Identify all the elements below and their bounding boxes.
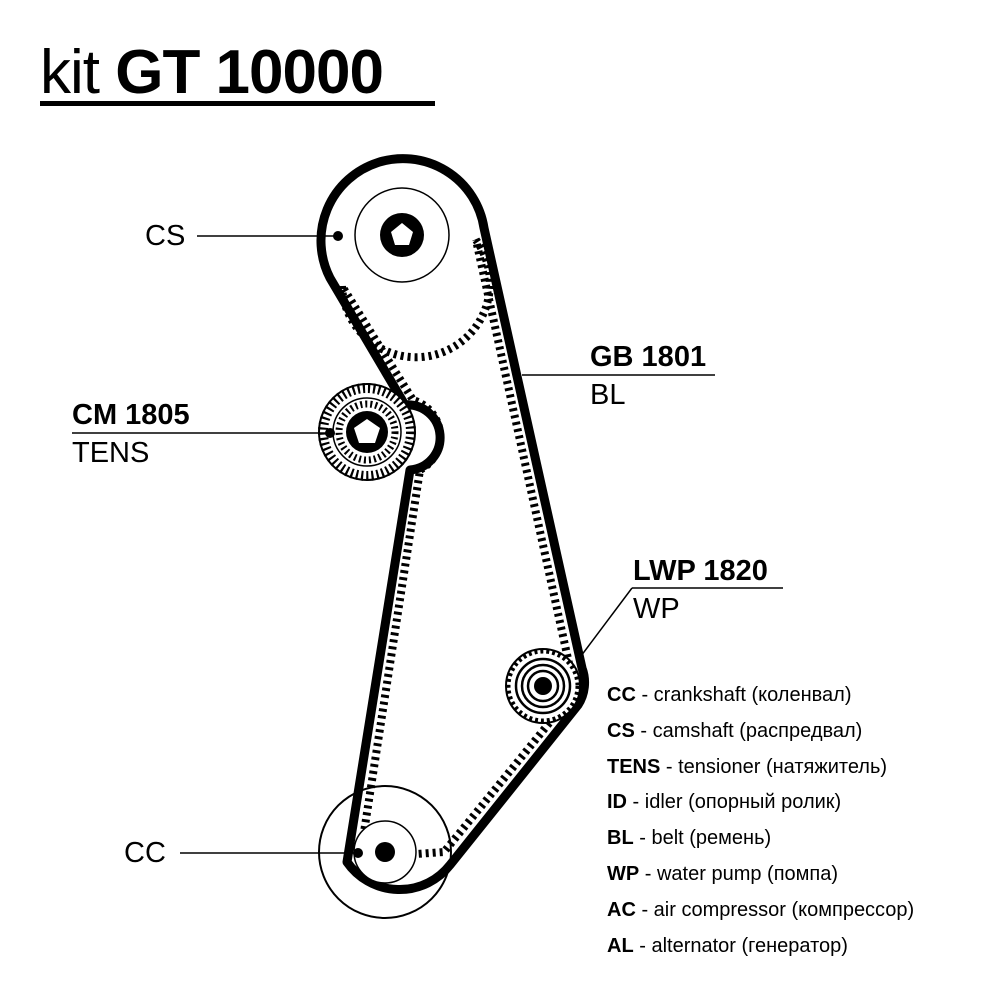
legend-text: - water pump (помпа) — [639, 862, 839, 885]
legend-item: TENS - tensioner (натяжитель) — [607, 752, 914, 788]
label-belt-code: GB 1801 — [590, 341, 707, 373]
legend-text: - idler (опорный ролик) — [627, 791, 842, 814]
legend-text: - camshaft (распредвал) — [634, 719, 863, 742]
label-cc: CC — [124, 837, 166, 869]
legend-item: BL - belt (ремень) — [607, 823, 914, 859]
legend-abbr: BL — [607, 827, 634, 850]
legend-item: CS - camshaft (распредвал) — [607, 716, 914, 752]
legend-abbr: TENS — [607, 755, 661, 778]
title-kit: kit — [40, 38, 100, 107]
legend-item: CC - crankshaft (коленвал) — [607, 680, 914, 716]
belt-teeth — [337, 237, 578, 863]
legend: CC - crankshaft (коленвал) CS - camshaft… — [607, 680, 914, 966]
crankshaft-pulley — [318, 785, 452, 919]
label-tensioner-code: CM 1805 — [72, 399, 190, 431]
tensioner-pulley — [318, 383, 416, 481]
legend-item: AL - alternator (генератор) — [607, 931, 914, 967]
legend-text: - belt (ремень) — [633, 827, 772, 850]
belt-outer — [316, 154, 590, 895]
leader-lines — [72, 235, 783, 854]
label-cs: CS — [145, 220, 186, 252]
kit-title: kit GT 10000 — [40, 38, 384, 108]
label-pump-type: WP — [633, 593, 680, 625]
leader-dots — [325, 231, 363, 858]
label-pump-code: LWP 1820 — [633, 555, 768, 587]
legend-item: ID - idler (опорный ролик) — [607, 787, 914, 823]
legend-item: WP - water pump (помпа) — [607, 859, 914, 895]
label-belt-type: BL — [590, 379, 626, 411]
legend-text: - alternator (генератор) — [633, 934, 848, 957]
title-code: GT 10000 — [115, 38, 384, 107]
water-pump-pulley — [505, 648, 581, 724]
legend-abbr: CC — [607, 684, 636, 706]
legend-abbr: AL — [607, 934, 634, 957]
legend-item: AC - air compressor (компрессор) — [607, 895, 914, 931]
legend-abbr: AC — [607, 898, 636, 921]
legend-text: - crankshaft (коленвал) — [635, 684, 852, 706]
legend-text: - tensioner (натяжитель) — [660, 755, 888, 778]
title-underline — [40, 101, 435, 106]
legend-text: - air compressor (компрессор) — [635, 898, 915, 921]
label-tensioner-type: TENS — [72, 437, 150, 469]
camshaft-pulley — [354, 187, 450, 283]
legend-abbr: CS — [607, 719, 635, 742]
legend-abbr: ID — [607, 791, 627, 814]
legend-abbr: WP — [607, 862, 640, 885]
